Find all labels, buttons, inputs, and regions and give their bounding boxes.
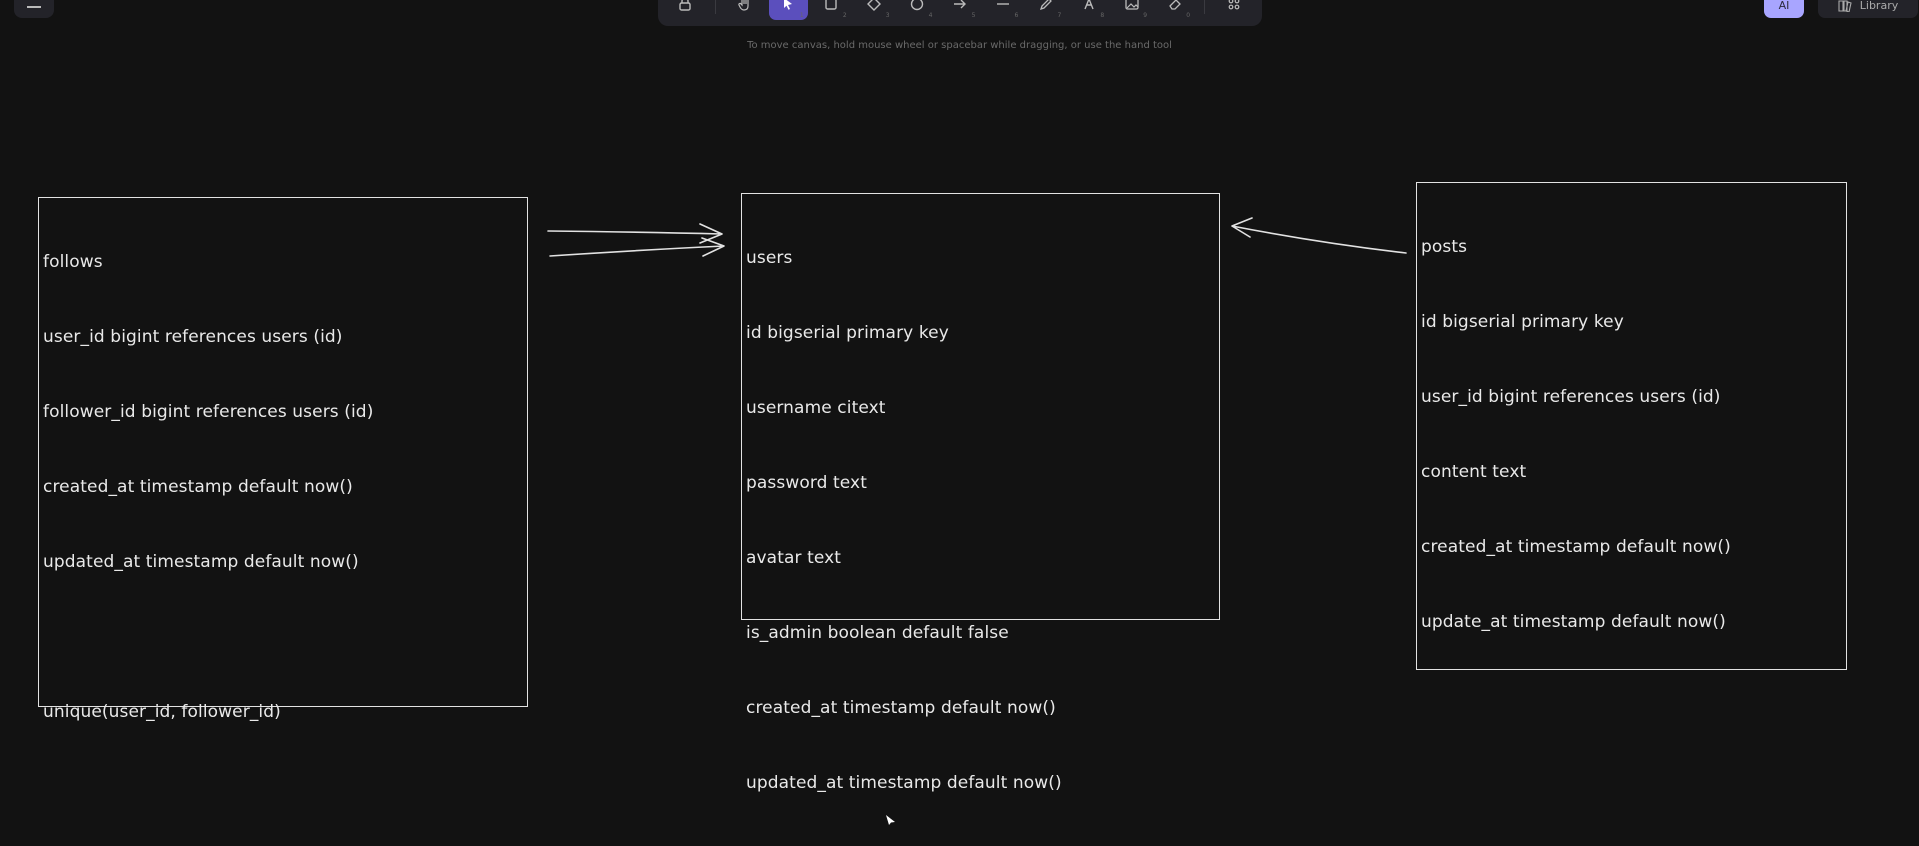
ellipse-icon (910, 0, 924, 11)
selection-tool-button[interactable]: 1 (768, 0, 808, 20)
main-menu-button[interactable] (14, 0, 54, 18)
table-line: is_admin boolean default false (746, 623, 1009, 643)
selection-icon (784, 0, 793, 10)
users-table-box[interactable]: users id bigserial primary key username … (741, 193, 1220, 793)
hand-tool-button[interactable] (726, 0, 765, 20)
text-tool-button[interactable]: 8 (1069, 0, 1108, 20)
library-icon (1838, 0, 1852, 12)
lock-icon (679, 0, 692, 11)
more-tools-icon (1229, 0, 1240, 10)
line-tool-button[interactable]: 6 (983, 0, 1022, 20)
shortcut-label: 3 (885, 12, 890, 19)
table-line: updated_at timestamp default now() (43, 552, 359, 572)
users-table-text[interactable]: users id bigserial primary key username … (746, 196, 1062, 846)
toolbar: 1 2 3 4 5 6 7 8 9 0 (658, 0, 1262, 26)
follows-follower-arrow (549, 237, 725, 257)
hamburger-icon (27, 6, 41, 8)
table-line (43, 625, 373, 650)
line-icon (996, 3, 1009, 5)
follows-table-text[interactable]: follows user_id bigint references users … (43, 200, 373, 775)
table-line: user_id bigint references users (id) (43, 327, 343, 347)
library-button[interactable]: Library (1818, 0, 1918, 18)
table-line: username citext (746, 398, 886, 418)
table-title: users (746, 248, 793, 268)
posts-table-text[interactable]: posts id bigserial primary key user_id b… (1421, 185, 1731, 685)
shortcut-label: 0 (1186, 12, 1191, 19)
table-line: unique(user_id, follower_id) (43, 702, 281, 722)
table-title: posts (1421, 237, 1468, 257)
hand-icon (738, 0, 749, 11)
image-tool-button[interactable]: 9 (1112, 0, 1151, 20)
table-line: content text (1421, 462, 1527, 482)
table-line: user_id bigint references users (id) (1421, 387, 1721, 407)
eraser-icon (1168, 0, 1181, 10)
eraser-tool-button[interactable]: 0 (1155, 0, 1194, 20)
lock-tool-button[interactable] (666, 0, 705, 20)
posts-user-arrow (1231, 217, 1407, 254)
canvas-hint: To move canvas, hold mouse wheel or spac… (747, 40, 1172, 51)
toolbar-divider (1204, 0, 1205, 14)
table-line: follower_id bigint references users (id) (43, 402, 374, 422)
shortcut-label: 9 (1143, 12, 1148, 19)
text-icon (1084, 0, 1094, 10)
shortcut-label: 1 (799, 12, 804, 19)
shortcut-label: 8 (1100, 12, 1105, 19)
table-line: id bigserial primary key (1421, 312, 1624, 332)
rectangle-icon (825, 0, 837, 10)
more-tools-button[interactable] (1215, 0, 1254, 20)
follows-table-box[interactable]: follows user_id bigint references users … (38, 197, 528, 722)
table-line: id bigserial primary key (746, 323, 949, 343)
table-line: password text (746, 473, 867, 493)
pencil-icon (1039, 0, 1052, 11)
pencil-tool-button[interactable]: 7 (1026, 0, 1065, 20)
table-line: created_at timestamp default now() (746, 698, 1056, 718)
shortcut-label: 6 (1014, 12, 1019, 19)
table-line: update_at timestamp default now() (1421, 612, 1726, 632)
mouse-cursor-icon (886, 815, 895, 825)
follows-user-arrow (547, 223, 723, 244)
diamond-tool-button[interactable]: 3 (855, 0, 894, 20)
ai-button[interactable]: AI (1764, 0, 1804, 18)
diamond-icon (867, 0, 882, 11)
table-title: follows (43, 252, 103, 272)
table-line: updated_at timestamp default now() (746, 773, 1062, 793)
library-label: Library (1859, 0, 1899, 12)
image-icon (1124, 0, 1139, 10)
shortcut-label: 5 (971, 12, 976, 19)
shortcut-label: 7 (1057, 12, 1062, 19)
rectangle-tool-button[interactable]: 2 (812, 0, 851, 20)
table-line: avatar text (746, 548, 842, 568)
ai-label: AI (1778, 0, 1790, 12)
arrow-icon (953, 0, 966, 9)
table-line: created_at timestamp default now() (43, 477, 353, 497)
toolbar-divider (714, 0, 716, 14)
arrow-tool-button[interactable]: 5 (941, 0, 980, 20)
shortcut-label: 4 (928, 12, 933, 19)
posts-table-box[interactable]: posts id bigserial primary key user_id b… (1416, 182, 1847, 670)
ellipse-tool-button[interactable]: 4 (898, 0, 937, 20)
table-line: created_at timestamp default now() (1421, 537, 1731, 557)
shortcut-label: 2 (842, 12, 847, 19)
